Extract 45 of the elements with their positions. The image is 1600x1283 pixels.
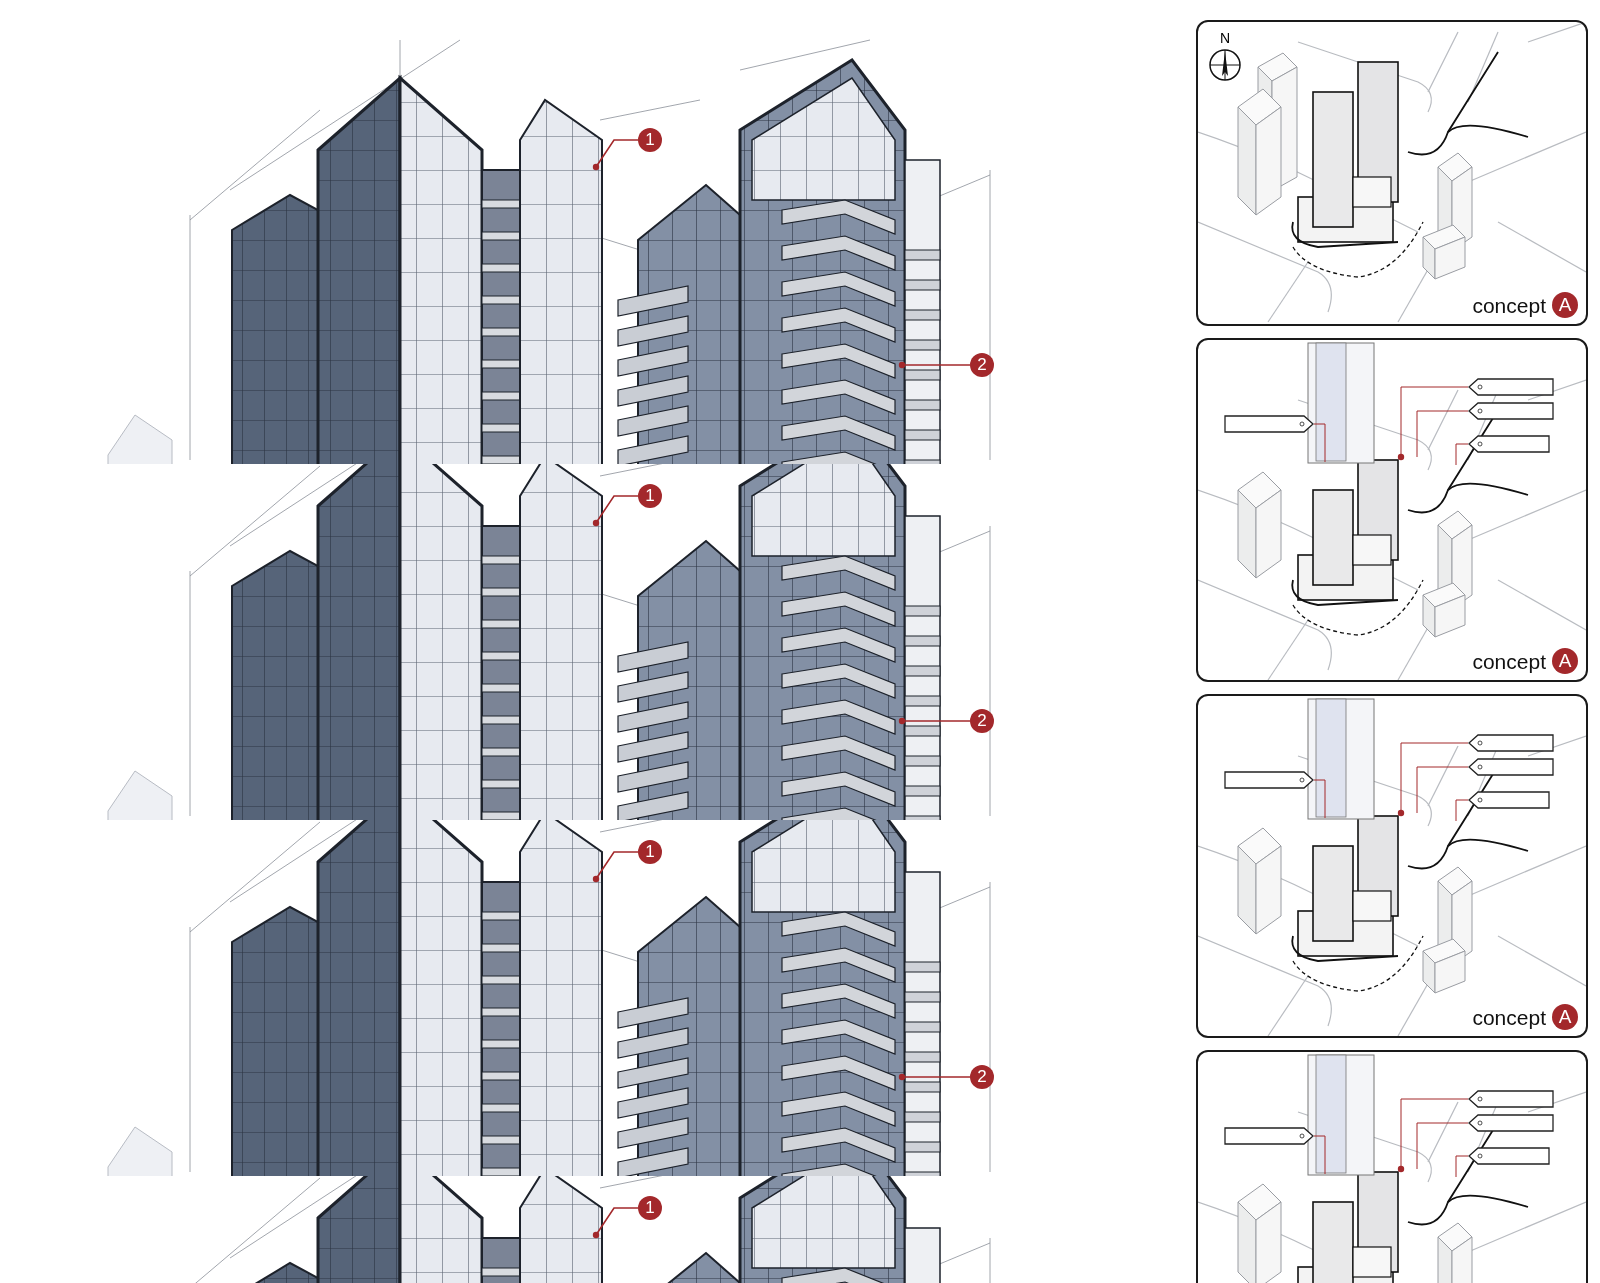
leader-line bbox=[1455, 443, 1469, 466]
blank-tag bbox=[1468, 758, 1554, 776]
leader-line bbox=[1397, 742, 1469, 817]
callout-number: 1 bbox=[638, 840, 662, 864]
leader-line bbox=[1313, 1135, 1326, 1175]
callout-number: 1 bbox=[638, 484, 662, 508]
panel-caption: concept bbox=[1472, 650, 1546, 674]
panel-caption: concept bbox=[1472, 1006, 1546, 1030]
leader-line bbox=[1416, 1122, 1469, 1170]
option-badge: A bbox=[1552, 648, 1578, 674]
leader-line bbox=[1397, 386, 1469, 461]
panel-caption: concept bbox=[1472, 294, 1546, 318]
blank-tag bbox=[1468, 402, 1554, 420]
option-badge: A bbox=[1552, 1004, 1578, 1030]
option-badge: A bbox=[1552, 292, 1578, 318]
leader-line bbox=[898, 361, 971, 369]
leader-line bbox=[1313, 423, 1326, 463]
blank-tag bbox=[1468, 1147, 1550, 1165]
leader-line bbox=[592, 1207, 639, 1239]
leader-line bbox=[1416, 410, 1469, 458]
blank-tag bbox=[1468, 734, 1554, 752]
callout-number: 2 bbox=[970, 1065, 994, 1089]
leader-line bbox=[1455, 1155, 1469, 1178]
callout-number: 1 bbox=[638, 128, 662, 152]
leader-line bbox=[898, 1073, 971, 1081]
north-label: N bbox=[1218, 30, 1232, 46]
blank-tag bbox=[1468, 378, 1554, 396]
leader-line bbox=[1397, 1098, 1469, 1173]
blank-tag bbox=[1468, 1090, 1554, 1108]
blank-tag bbox=[1468, 435, 1550, 453]
leader-line bbox=[1416, 766, 1469, 814]
leader-line bbox=[592, 851, 639, 883]
callout-number: 2 bbox=[970, 709, 994, 733]
blank-tag bbox=[1224, 1127, 1314, 1145]
leader-line bbox=[898, 717, 971, 725]
leader-line bbox=[592, 495, 639, 527]
leader-line bbox=[592, 139, 639, 171]
callout-number: 2 bbox=[970, 353, 994, 377]
blank-tag bbox=[1468, 791, 1550, 809]
callout-number: 1 bbox=[638, 1196, 662, 1220]
blank-tag bbox=[1224, 771, 1314, 789]
blank-tag bbox=[1468, 1114, 1554, 1132]
blank-tag bbox=[1224, 415, 1314, 433]
leader-line bbox=[1313, 779, 1326, 819]
leader-line bbox=[1455, 799, 1469, 822]
